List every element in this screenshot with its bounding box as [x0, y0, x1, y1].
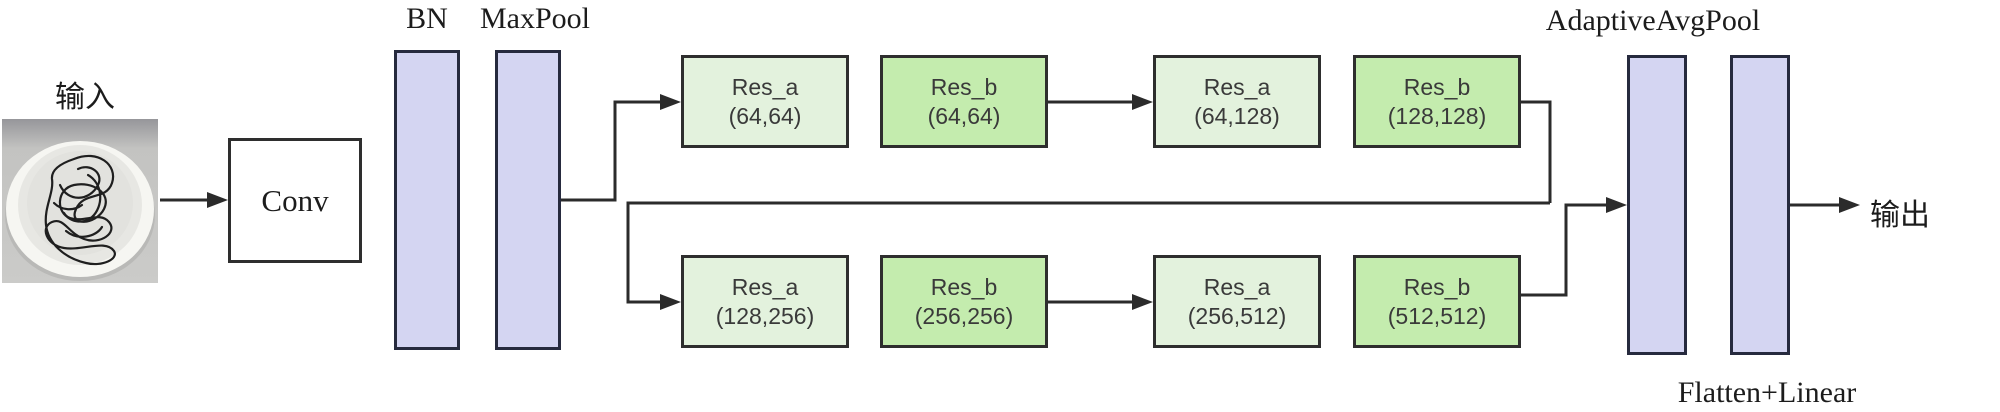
res-block: Res_b (64,64): [880, 55, 1048, 148]
res-block: Res_a (64,128): [1153, 55, 1321, 148]
flatten-linear-label: Flatten+Linear: [1677, 376, 1857, 409]
res-block-name: Res_a: [731, 73, 799, 100]
input-label: 输入: [55, 81, 115, 114]
res-block-dims: (64,64): [927, 102, 1001, 129]
maxpool-label: MaxPool: [479, 2, 590, 35]
maxpool-bar: [495, 50, 561, 350]
bn-label: BN: [406, 2, 448, 35]
input-photo: [2, 119, 158, 283]
arrow-row2-mid: [1048, 294, 1153, 310]
arrow-to-output: [1790, 197, 1860, 213]
res-block-name: Res_b: [930, 73, 998, 100]
res-block-dims: (128,256): [715, 302, 815, 329]
res-block-dims: (256,256): [914, 302, 1014, 329]
res-block-dims: (128,128): [1387, 102, 1487, 129]
res-block-name: Res_a: [1203, 73, 1271, 100]
res-block: Res_b (256,256): [880, 255, 1048, 348]
res-block: Res_b (512,512): [1353, 255, 1521, 348]
res-block: Res_a (256,512): [1153, 255, 1321, 348]
arrow-return-to-row2: [626, 201, 1550, 310]
res-block: Res_a (128,256): [681, 255, 849, 348]
res-block: Res_b (128,128): [1353, 55, 1521, 148]
res-block-dims: (64,128): [1194, 102, 1280, 129]
adaptive-avgpool-bar: [1627, 55, 1687, 355]
arrow-input-to-conv: [160, 192, 228, 208]
arrow-row1-mid: [1048, 94, 1153, 110]
res-block-name: Res_a: [731, 273, 799, 300]
res-block-dims: (512,512): [1387, 302, 1487, 329]
bn-bar: [394, 50, 460, 350]
res-block-dims: (256,512): [1187, 302, 1287, 329]
output-label: 输出: [1870, 199, 1930, 232]
adaptive-avgpool-label: AdaptiveAvgPool: [1545, 4, 1761, 37]
res-block-dims: (64,64): [728, 102, 802, 129]
res-block-name: Res_b: [1403, 273, 1471, 300]
arrow-row2-to-avgpool: [1521, 197, 1627, 297]
conv-label: Conv: [261, 182, 329, 218]
flatten-linear-bar: [1730, 55, 1790, 355]
res-block-name: Res_b: [930, 273, 998, 300]
arrow-maxpool-to-row1: [561, 94, 681, 202]
res-block: Res_a (64,64): [681, 55, 849, 148]
wire-row1-end-down: [1521, 100, 1552, 203]
res-block-name: Res_b: [1403, 73, 1471, 100]
conv-block: Conv: [228, 138, 362, 263]
res-block-name: Res_a: [1203, 273, 1271, 300]
